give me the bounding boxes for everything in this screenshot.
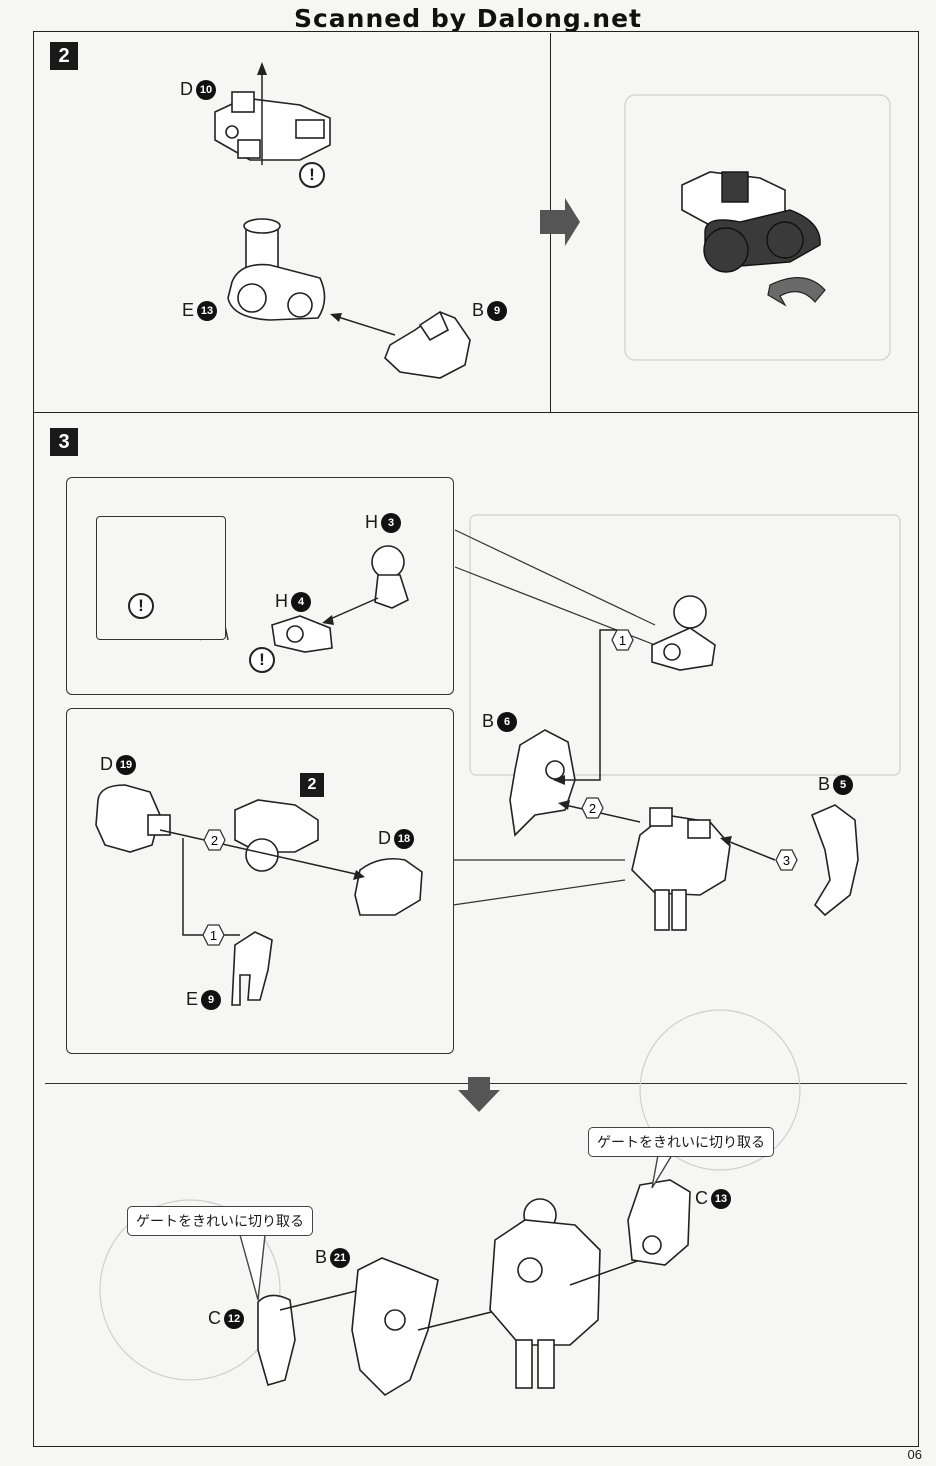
part-b6-drawing — [509, 729, 576, 837]
ref-step2-part-drawing — [234, 799, 319, 872]
part-torso-drawing — [631, 807, 731, 931]
arrow-head-icon — [353, 870, 365, 880]
page-frame — [33, 31, 919, 1447]
warning-icon: ! — [299, 162, 325, 188]
part-b21-drawing — [351, 1257, 439, 1397]
bleed-through-ghosts — [99, 94, 901, 1381]
next-step-arrow-icon — [540, 198, 580, 246]
callout-tail — [651, 1154, 673, 1189]
svg-text:3: 3 — [783, 853, 790, 868]
order-marker-2: 2 — [581, 797, 604, 819]
assembly-line — [560, 650, 601, 781]
assembly-arrow — [327, 597, 379, 621]
arrow-head-icon — [720, 836, 732, 846]
arrow-head-icon — [558, 800, 570, 810]
zoom-line — [452, 879, 626, 906]
assembly-line — [724, 839, 776, 861]
reference-step-badge: 2 — [300, 773, 324, 797]
svg-text:1: 1 — [619, 633, 626, 648]
assembly-arrow — [564, 804, 641, 823]
gate-trim-callout: ゲートをきれいに切り取る — [588, 1127, 774, 1157]
part-d19-drawing — [95, 784, 171, 853]
zoom-line — [454, 529, 656, 626]
part-e13-drawing — [227, 218, 326, 321]
svg-text:2: 2 — [211, 833, 218, 848]
gate-trim-callout: ゲートをきれいに切り取る — [127, 1206, 313, 1236]
part-d18-drawing — [354, 857, 423, 916]
svg-text:2: 2 — [589, 801, 596, 816]
subassembly-box-shoulder — [66, 708, 454, 1054]
step-2-badge: 2 — [50, 42, 78, 70]
assembly-arrow — [334, 315, 396, 336]
part-d10-drawing — [214, 91, 331, 161]
part-c12-drawing — [257, 1294, 296, 1386]
assembled-step2-drawing — [681, 171, 821, 273]
arrow-head-icon — [257, 62, 267, 75]
part-b5-drawing — [810, 804, 859, 917]
order-marker-1: 1 — [611, 629, 634, 651]
assembly-line — [159, 829, 361, 876]
subassembly-box-joint — [66, 477, 454, 695]
rotate-arrow-icon — [767, 276, 826, 307]
part-h4-drawing — [271, 615, 333, 653]
scan-banner: Scanned by Dalong.net — [293, 4, 642, 33]
order-marker-3: 3 — [775, 849, 798, 871]
part-e9-drawing — [231, 931, 273, 1006]
warning-icon: ! — [249, 647, 275, 673]
part-b9-drawing — [384, 310, 471, 379]
assembly-line — [569, 1259, 641, 1286]
arrow-head-icon — [322, 615, 334, 625]
order-marker-2: 2 — [203, 829, 226, 851]
arrow-head-icon — [330, 313, 342, 322]
detail-inset-box — [96, 516, 226, 640]
callout-tail — [239, 1234, 266, 1301]
step-divider — [33, 412, 919, 413]
assembled-torso-drawing — [489, 1198, 601, 1389]
step-3-badge: 3 — [50, 428, 78, 456]
down-arrow-icon — [458, 1077, 500, 1112]
assembled-joint-drawing — [651, 595, 716, 671]
part-h3-drawing — [371, 545, 409, 609]
order-marker-1: 1 — [202, 924, 225, 946]
assembly-line — [279, 1289, 361, 1311]
assembly-line — [599, 629, 618, 650]
part-c13-drawing — [627, 1179, 691, 1266]
page-number: 06 — [907, 1447, 922, 1462]
arrow-head-icon — [553, 775, 565, 785]
svg-text:1: 1 — [210, 928, 217, 943]
warning-icon: ! — [128, 593, 154, 619]
